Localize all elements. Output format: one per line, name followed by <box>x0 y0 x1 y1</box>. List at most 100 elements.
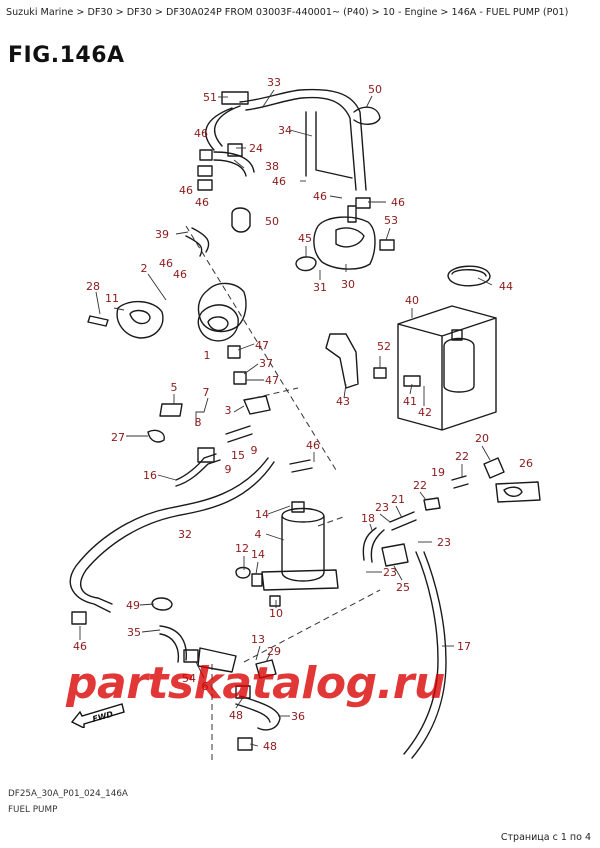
callout-41[interactable]: 41 <box>403 395 417 408</box>
guide-line-c <box>253 387 299 399</box>
callout-46[interactable]: 46 <box>306 439 320 452</box>
callout-46[interactable]: 46 <box>194 127 208 140</box>
callout-46[interactable]: 46 <box>272 175 286 188</box>
callout-47[interactable]: 47 <box>265 374 279 387</box>
callout-17[interactable]: 17 <box>457 640 471 653</box>
callout-4[interactable]: 4 <box>255 528 262 541</box>
callout-48[interactable]: 48 <box>263 740 277 753</box>
callout-53[interactable]: 53 <box>384 214 398 227</box>
callout-14[interactable]: 14 <box>255 508 269 521</box>
callout-8[interactable]: 8 <box>195 416 202 429</box>
callout-11[interactable]: 11 <box>105 292 119 305</box>
callout-24[interactable]: 24 <box>249 142 263 155</box>
callout-23[interactable]: 23 <box>383 566 397 579</box>
callout-21[interactable]: 21 <box>391 493 405 506</box>
callout-29[interactable]: 29 <box>267 645 281 658</box>
callout-30[interactable]: 30 <box>341 278 355 291</box>
hose-18 <box>362 527 385 563</box>
watermark: partskatalog.ru <box>66 658 445 709</box>
callout-28[interactable]: 28 <box>86 280 100 293</box>
callout-3[interactable]: 3 <box>225 404 232 417</box>
figure-title: FIG.146A <box>8 43 125 68</box>
callout-39[interactable]: 39 <box>155 228 169 241</box>
filter-box-40 <box>397 305 497 431</box>
callout-20[interactable]: 20 <box>475 432 489 445</box>
callout-23[interactable]: 23 <box>375 501 389 514</box>
callout-48[interactable]: 48 <box>229 709 243 722</box>
callout-46[interactable]: 46 <box>313 190 327 203</box>
breadcrumb-item-variant[interactable]: DF30A024P FROM 03003F-440001~ (P40) <box>165 7 369 18</box>
callout-25[interactable]: 25 <box>396 581 410 594</box>
breadcrumb-item-model[interactable]: DF30 <box>87 7 113 18</box>
breadcrumb-item-submodel[interactable]: DF30 <box>126 7 152 18</box>
hose-39 <box>185 227 210 257</box>
callout-45[interactable]: 45 <box>298 232 312 245</box>
fitting-24 <box>227 143 243 157</box>
callout-49[interactable]: 49 <box>126 599 140 612</box>
bracket-26 <box>495 481 541 503</box>
pump-4-base <box>261 569 339 591</box>
breadcrumb: Suzuki Marine > DF30 > DF30 > DF30A024P … <box>6 7 568 18</box>
callout-31[interactable]: 31 <box>313 281 327 294</box>
callout-34[interactable]: 34 <box>278 124 292 137</box>
callout-1[interactable]: 1 <box>204 349 211 362</box>
guide-line-e <box>317 515 347 527</box>
callout-46[interactable]: 46 <box>391 196 405 209</box>
callout-46[interactable]: 46 <box>173 268 187 281</box>
callout-6[interactable]: 6 <box>202 680 209 693</box>
callout-44[interactable]: 44 <box>499 280 513 293</box>
pump-4-cap <box>291 501 305 513</box>
callout-23[interactable]: 23 <box>437 536 451 549</box>
clamp-49 <box>151 597 173 611</box>
callout-54[interactable]: 54 <box>182 672 196 685</box>
connector-8 <box>197 447 215 463</box>
callout-22[interactable]: 22 <box>413 479 427 492</box>
clamp-50 <box>353 106 381 125</box>
callout-46[interactable]: 46 <box>159 257 173 270</box>
callout-38[interactable]: 38 <box>265 160 279 173</box>
callout-51[interactable]: 51 <box>203 91 217 104</box>
callout-46[interactable]: 46 <box>73 640 87 653</box>
callout-19[interactable]: 19 <box>431 466 445 479</box>
callout-9[interactable]: 9 <box>225 463 232 476</box>
breadcrumb-separator: > <box>112 7 127 18</box>
fitting-25 <box>381 543 409 567</box>
pagination[interactable]: Страница с 1 по 4 <box>500 832 591 843</box>
callout-50[interactable]: 50 <box>368 83 382 96</box>
callout-35[interactable]: 35 <box>127 626 141 639</box>
callout-26[interactable]: 26 <box>519 457 533 470</box>
callout-47[interactable]: 47 <box>255 339 269 352</box>
figure-caption: FUEL PUMP <box>8 805 58 815</box>
callout-2[interactable]: 2 <box>141 262 148 275</box>
callout-40[interactable]: 40 <box>405 294 419 307</box>
breadcrumb-item-section[interactable]: 10 - Engine <box>382 7 438 18</box>
fuel-filter <box>443 329 475 393</box>
callout-32[interactable]: 32 <box>178 528 192 541</box>
callout-46[interactable]: 46 <box>179 184 193 197</box>
gasket-12 <box>235 566 251 579</box>
breadcrumb-item-brand[interactable]: Suzuki Marine <box>6 7 74 18</box>
callout-15[interactable]: 15 <box>231 449 245 462</box>
callout-14[interactable]: 14 <box>251 548 265 561</box>
callout-18[interactable]: 18 <box>361 512 375 525</box>
callout-16[interactable]: 16 <box>143 469 157 482</box>
callout-37[interactable]: 37 <box>259 357 273 370</box>
callout-13[interactable]: 13 <box>251 633 265 646</box>
clamp-54 <box>183 649 199 663</box>
callout-46[interactable]: 46 <box>195 196 209 209</box>
callout-22[interactable]: 22 <box>455 450 469 463</box>
callout-36[interactable]: 36 <box>291 710 305 723</box>
callout-42[interactable]: 42 <box>418 406 432 419</box>
callout-5[interactable]: 5 <box>171 381 178 394</box>
callout-12[interactable]: 12 <box>235 542 249 555</box>
callout-9[interactable]: 9 <box>251 444 258 457</box>
callout-52[interactable]: 52 <box>377 340 391 353</box>
callout-27[interactable]: 27 <box>111 431 125 444</box>
callout-50[interactable]: 50 <box>265 215 279 228</box>
pump-4-body <box>281 507 325 582</box>
hose-34 <box>305 111 353 179</box>
callout-33[interactable]: 33 <box>267 76 281 89</box>
callout-7[interactable]: 7 <box>203 386 210 399</box>
callout-10[interactable]: 10 <box>269 607 283 620</box>
callout-43[interactable]: 43 <box>336 395 350 408</box>
